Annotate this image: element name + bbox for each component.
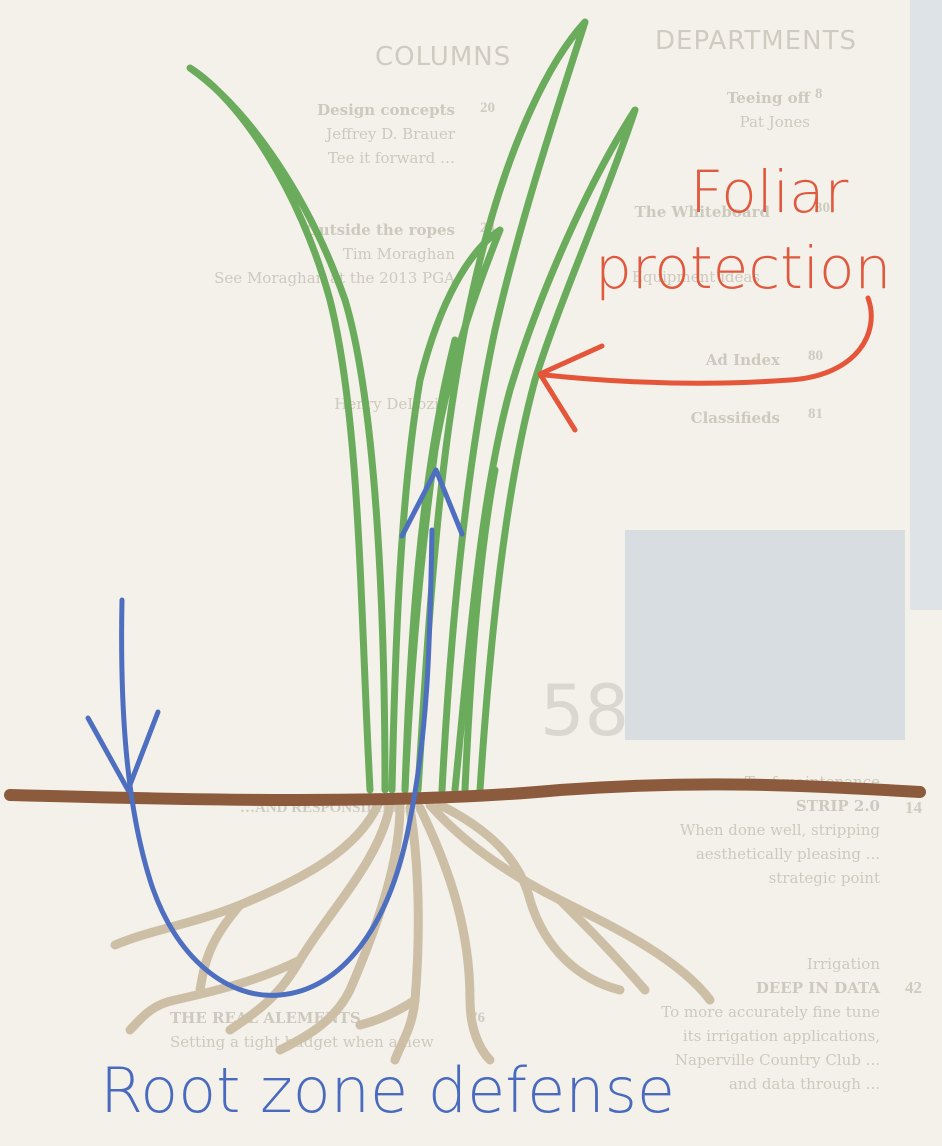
foliar-label-line1: Foliar <box>690 158 849 226</box>
foliar-label-line2: protection <box>595 234 891 302</box>
foliar-arrow <box>540 298 871 430</box>
grass-blades <box>190 22 635 790</box>
root-zone-label: Root zone defense <box>100 1054 675 1127</box>
roots <box>115 800 710 1060</box>
